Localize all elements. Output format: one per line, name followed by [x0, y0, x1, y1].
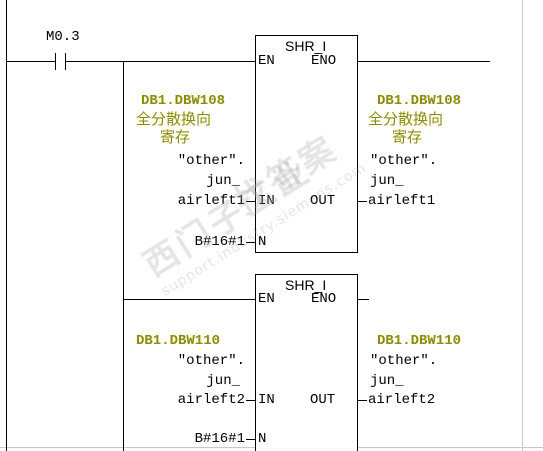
shr-i-block-1[interactable] — [255, 35, 358, 253]
block1-pin-out: OUT — [310, 193, 336, 209]
block1-n-stub — [246, 242, 255, 243]
block1-out-symbol-line3[interactable]: airleft1 — [368, 193, 436, 209]
wire-branch-to-en2 — [123, 299, 255, 300]
block1-eno-wire — [358, 61, 490, 62]
branch-vertical-wire — [123, 61, 124, 451]
block2-pin-eno: ENO — [311, 291, 337, 307]
block2-pin-in: IN — [258, 392, 275, 408]
block2-pin-n: N — [258, 431, 267, 447]
block2-out-symbol-line3[interactable]: airleft2 — [368, 392, 436, 408]
block1-pin-in: IN — [258, 193, 275, 209]
block1-n-value[interactable]: B#16#1 — [194, 234, 245, 250]
block2-n-value[interactable]: B#16#1 — [194, 431, 245, 447]
block1-in-address[interactable]: DB1.DBW108 — [140, 93, 225, 109]
block1-out-stub — [358, 201, 367, 202]
block2-out-stub — [358, 400, 367, 401]
block1-out-comment-line2: 寄存 — [392, 128, 423, 146]
block2-in-symbol-line1[interactable]: "other". — [177, 353, 245, 369]
block1-out-comment-line1: 全分散换向 — [368, 110, 444, 128]
block2-out-address[interactable]: DB1.DBW110 — [377, 333, 462, 349]
block2-in-symbol-line3[interactable]: airleft2 — [177, 392, 245, 408]
block1-in-stub — [246, 201, 255, 202]
block2-name: SHR_I — [285, 277, 327, 293]
block2-n-stub — [246, 439, 255, 440]
contact-address[interactable]: M0.3 — [46, 29, 80, 45]
block2-in-address[interactable]: DB1.DBW110 — [136, 333, 221, 349]
block2-pin-out: OUT — [310, 392, 336, 408]
block1-in-symbol-line1[interactable]: "other". — [177, 153, 245, 169]
block1-in-symbol-line3[interactable]: airleft1 — [177, 193, 245, 209]
wire-contact-to-en1 — [65, 61, 255, 62]
block1-out-symbol-line2[interactable]: jun_ — [370, 173, 404, 189]
power-rail — [6, 0, 7, 451]
block1-pin-eno: ENO — [311, 53, 337, 69]
block1-name: SHR_I — [285, 38, 327, 54]
block1-pin-n: N — [258, 234, 267, 250]
block1-in-symbol-line2[interactable]: jun_ — [206, 173, 240, 189]
block1-in-comment-line2: 寄存 — [160, 128, 191, 146]
block2-pin-en: EN — [258, 291, 275, 307]
wire-rail-to-contact — [6, 61, 46, 62]
block2-eno-stub — [358, 299, 369, 300]
block1-pin-en: EN — [258, 53, 275, 69]
block2-in-stub — [246, 400, 255, 401]
block1-in-comment-line1: 全分散换向 — [136, 110, 212, 128]
block1-out-symbol-line1[interactable]: "other". — [370, 153, 438, 169]
contact-left-bar[interactable] — [55, 53, 56, 70]
block2-out-symbol-line1[interactable]: "other". — [370, 353, 438, 369]
block1-out-address[interactable]: DB1.DBW108 — [377, 93, 462, 109]
block2-in-symbol-line2[interactable]: jun_ — [206, 373, 240, 389]
shr-i-block-2[interactable] — [255, 274, 358, 451]
scroll-border-right — [522, 0, 523, 451]
block2-out-symbol-line2[interactable]: jun_ — [370, 373, 404, 389]
contact-lead-left — [46, 61, 55, 62]
